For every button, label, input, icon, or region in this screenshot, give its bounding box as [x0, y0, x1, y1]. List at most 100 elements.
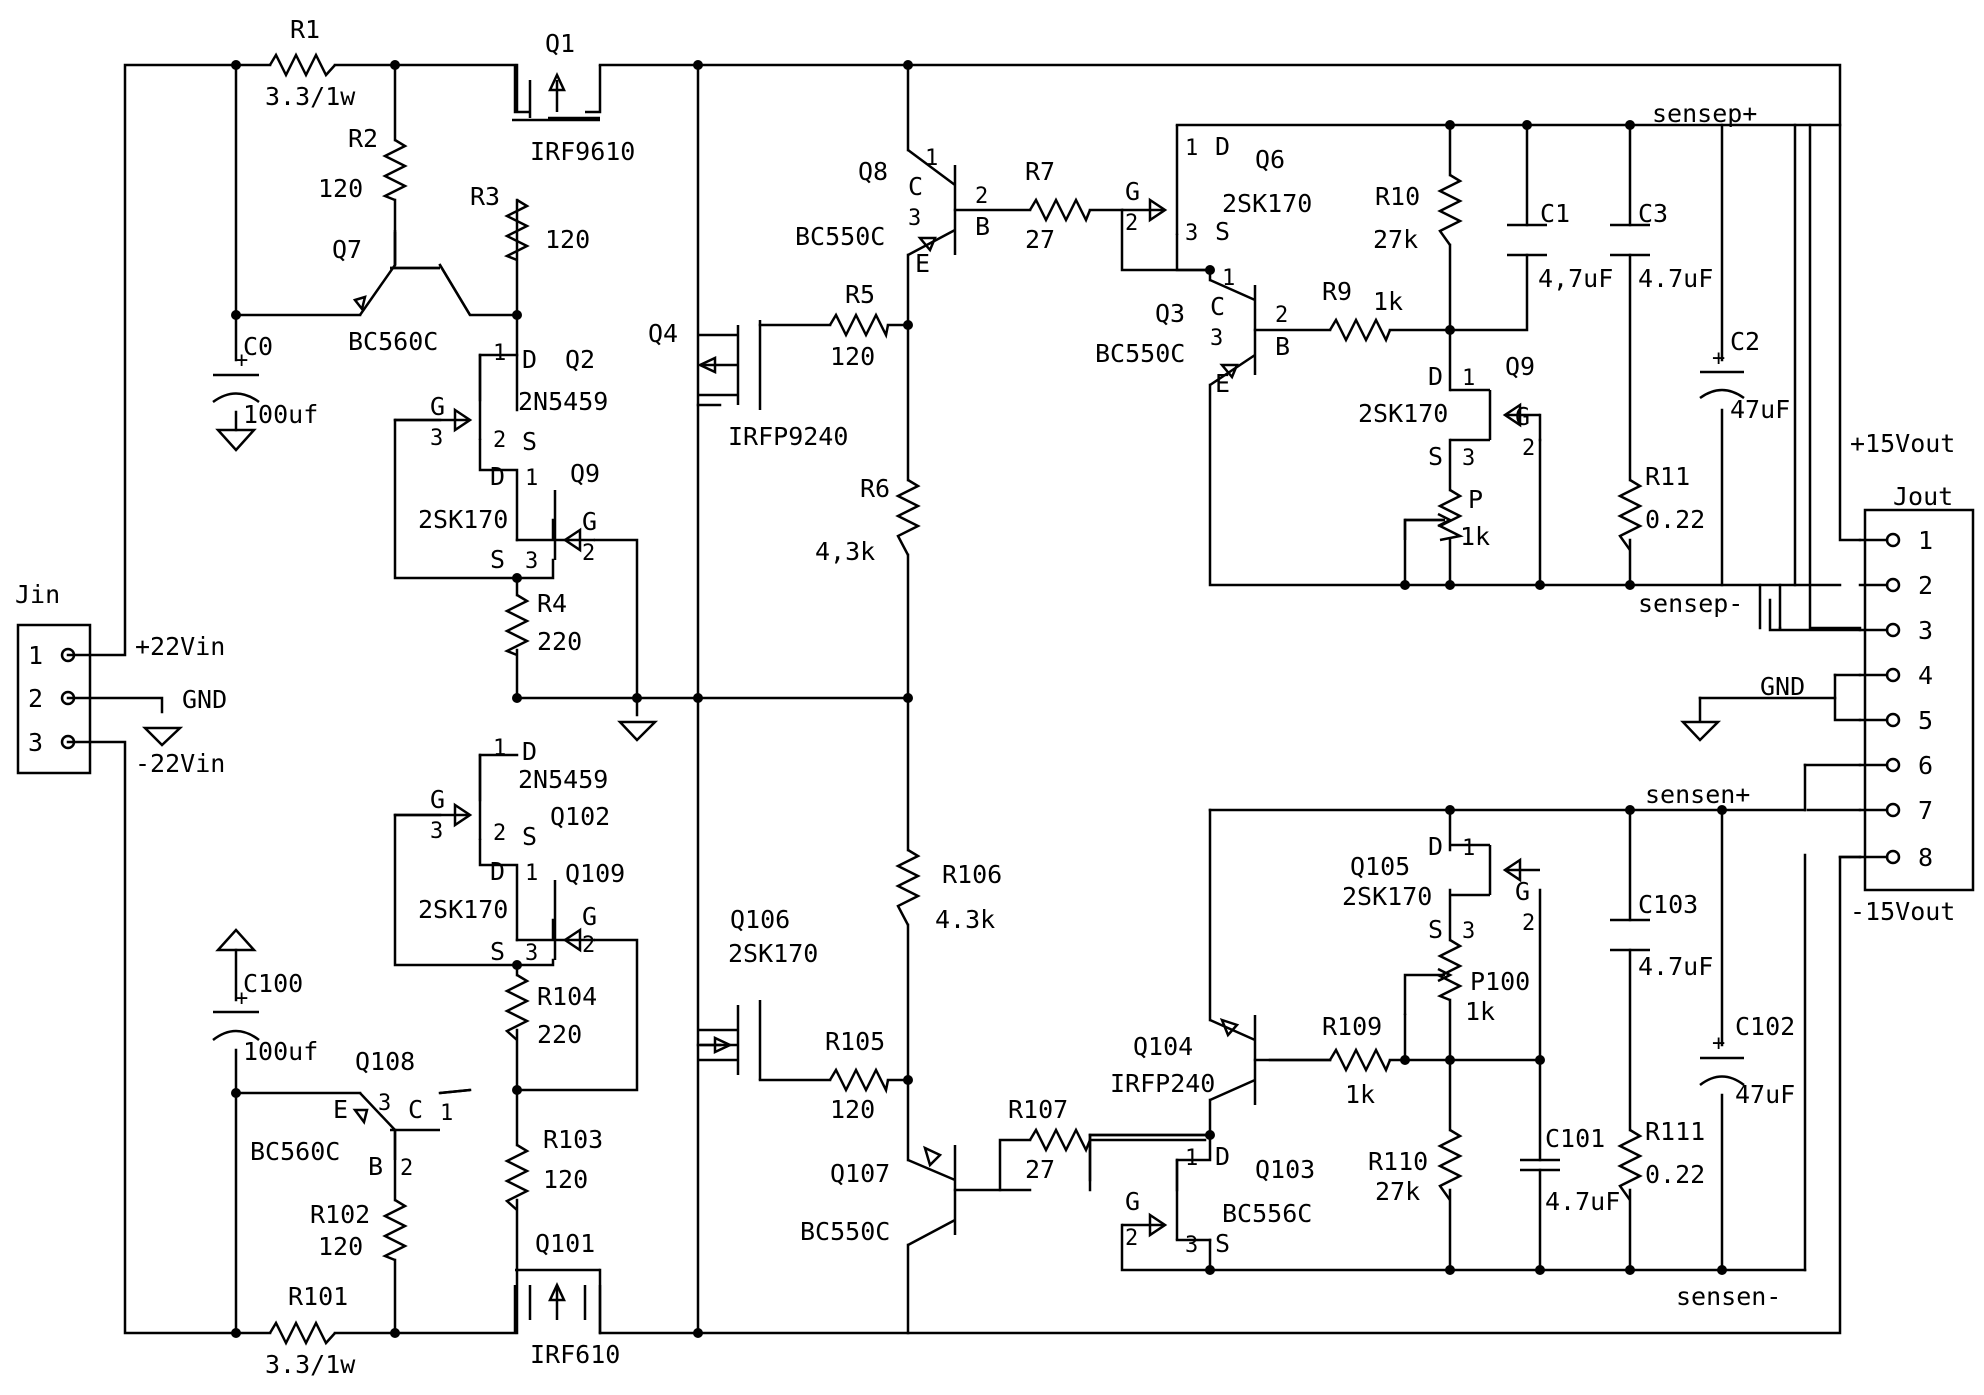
pin-letter: G [430, 785, 445, 814]
transistor-part: BC550C [795, 222, 885, 251]
pin-terminal [1885, 802, 1901, 818]
mosfet-q4: Q4 IRFP9240 [648, 319, 848, 451]
pin-number: 1 [525, 466, 538, 491]
jfet-body [553, 490, 595, 560]
resistor-ref: P100 [1470, 967, 1530, 996]
resistor-value: 1k [1460, 522, 1490, 551]
junction [1625, 1265, 1635, 1275]
ground-icon [141, 726, 184, 747]
bjt-arrow [1219, 1017, 1240, 1038]
svg-text:+: + [1712, 1031, 1725, 1056]
transistor-part: 2SK170 [1342, 882, 1432, 911]
bjt-q7: Q7 BC560C [332, 230, 472, 356]
resistor-ref: R107 [1008, 1095, 1068, 1124]
net-label: sensep+ [1652, 99, 1757, 128]
transistor-ref: Q2 [565, 345, 595, 374]
resistor-value: 0.22 [1645, 505, 1705, 534]
pin-number: 1 [1222, 266, 1235, 291]
capacitor-ref: C100 [243, 969, 303, 998]
transistor-part: 2SK170 [1222, 189, 1312, 218]
junction [231, 60, 241, 70]
resistor-value: 120 [318, 174, 363, 203]
resistor-r103 [504, 1143, 530, 1211]
potentiometer-p100 [1436, 938, 1463, 1002]
resistor-r5 [828, 312, 890, 339]
capacitor-plate [212, 1029, 260, 1041]
transistor-part: IRF610 [530, 1340, 620, 1369]
capacitor-value: 4,7uF [1538, 264, 1613, 293]
junction [231, 1088, 241, 1098]
resistor-value: 27k [1375, 1177, 1420, 1206]
junction [693, 693, 703, 703]
jfet-body [395, 755, 482, 840]
pin-number: 1 [1462, 836, 1475, 861]
resistor-ref: R110 [1368, 1147, 1428, 1176]
mosfet-arrow [713, 1036, 733, 1054]
resistor-value: 120 [318, 1232, 363, 1261]
resistor-value: 27 [1025, 1155, 1055, 1184]
transistor-ref: Q6 [1255, 145, 1285, 174]
pin-letter: D [1428, 362, 1443, 391]
resistor-value: 4.3k [935, 905, 995, 934]
junction [903, 60, 913, 70]
capacitor-value: 47uF [1735, 1080, 1795, 1109]
pin-terminal [1885, 667, 1901, 683]
jfet-body [1122, 125, 1179, 235]
pin-number: 2 [400, 1156, 413, 1181]
jfet-q102: Q102 2N5459 G D S 1 3 2 [395, 736, 610, 851]
mosfet-body [698, 1000, 762, 1080]
pin-number: 3 [1185, 1233, 1198, 1258]
connector-jout: Jout 1 2 3 4 5 6 7 8 +15Vout -15Vout GND [1680, 429, 1975, 926]
pin-letter: S [1215, 217, 1230, 246]
wiper-arrow [1437, 512, 1453, 528]
pin-letter: S [522, 427, 537, 456]
net-label: sensep- [1638, 589, 1743, 618]
resistor-value: 120 [543, 1165, 588, 1194]
resistor-ref: R101 [288, 1282, 348, 1311]
transistor-ref: Q7 [332, 235, 362, 264]
capacitor-plates [1520, 1158, 1560, 1172]
bjt-base [390, 230, 440, 270]
net-label: -15Vout [1850, 897, 1955, 926]
capacitor-plate [212, 392, 260, 404]
pin-number: 3 [525, 941, 538, 966]
pin-number: 1 [493, 341, 506, 366]
capacitor-ref: C2 [1730, 327, 1760, 356]
pin-terminal [1885, 532, 1901, 548]
pin-number: 2 [28, 684, 43, 713]
pin-letter: D [1215, 132, 1230, 161]
resistor-r9 [1328, 317, 1392, 344]
resistor-r102 [381, 1198, 408, 1262]
pin-number: 2 [1522, 436, 1535, 461]
transistor-ref: Q102 [550, 802, 610, 831]
transistor-part: 2SK170 [728, 939, 818, 968]
pin-letter: G [1515, 877, 1530, 906]
resistor-r2 [381, 138, 408, 202]
resistor-r106 [895, 848, 921, 926]
pin-number: 3 [430, 426, 443, 451]
resistor-ref: R6 [860, 474, 890, 503]
pin-letter: G [582, 507, 597, 536]
capacitor-ref: C103 [1638, 890, 1698, 919]
pin-letter: D [1428, 832, 1443, 861]
resistor-r11 [1617, 478, 1643, 551]
capacitor-value: 4.7uF [1638, 264, 1713, 293]
resistor-r3 [503, 198, 530, 262]
pin-number: 1 [1462, 366, 1475, 391]
junction [1445, 120, 1455, 130]
transistor-ref: Q4 [648, 319, 678, 348]
resistor-ref: R4 [537, 589, 567, 618]
jfet-q105: Q105 2SK170 D S G 1 3 2 [1342, 832, 1540, 944]
ground-icon [1680, 720, 1722, 742]
pin-letter: G [1515, 402, 1530, 431]
junction [231, 310, 241, 320]
bjt-body [907, 1145, 957, 1247]
bjt-q103: Q104 IRFP240 [1110, 1015, 1332, 1105]
pin-letter: D [490, 857, 505, 886]
junction [1445, 805, 1455, 815]
resistor-ref: R3 [470, 182, 500, 211]
potentiometer-p [1437, 488, 1464, 542]
resistor-ref: R2 [348, 124, 378, 153]
jfet-body [553, 880, 595, 960]
junction [1625, 805, 1635, 815]
